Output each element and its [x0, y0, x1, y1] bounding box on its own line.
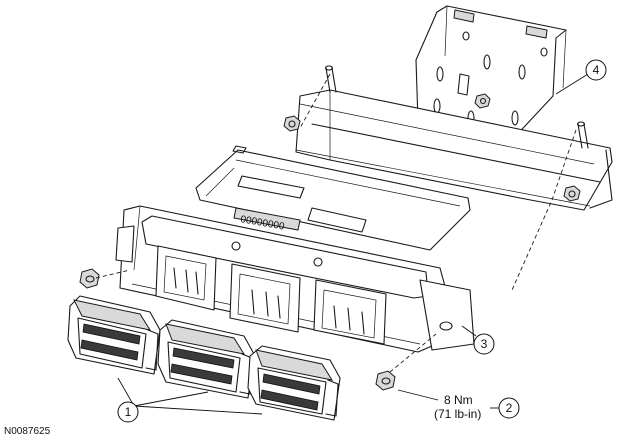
callout-1-label: 1: [125, 405, 132, 419]
callout-2: 2 8 Nm (71 lb-in): [397, 389, 520, 421]
callout-2-label: 2: [506, 401, 513, 415]
callout-4: 4: [555, 59, 607, 95]
callout-4-label: 4: [593, 63, 600, 77]
figure-reference-code: N0087625: [4, 426, 51, 437]
torque-spec-nm: 8 Nm: [444, 393, 473, 407]
callout-3: 3: [461, 325, 495, 355]
engine-control-module: 00000000: [115, 145, 475, 353]
callout-1: 1: [117, 377, 263, 423]
torque-spec-lbin: (71 lb-in): [434, 407, 481, 421]
mounting-bolts: [79, 73, 577, 391]
ecm-connector-sockets: [155, 241, 387, 345]
harness-connectors: [67, 295, 341, 421]
mounting-bracket: [283, 5, 613, 211]
callout-3-label: 3: [481, 337, 488, 351]
